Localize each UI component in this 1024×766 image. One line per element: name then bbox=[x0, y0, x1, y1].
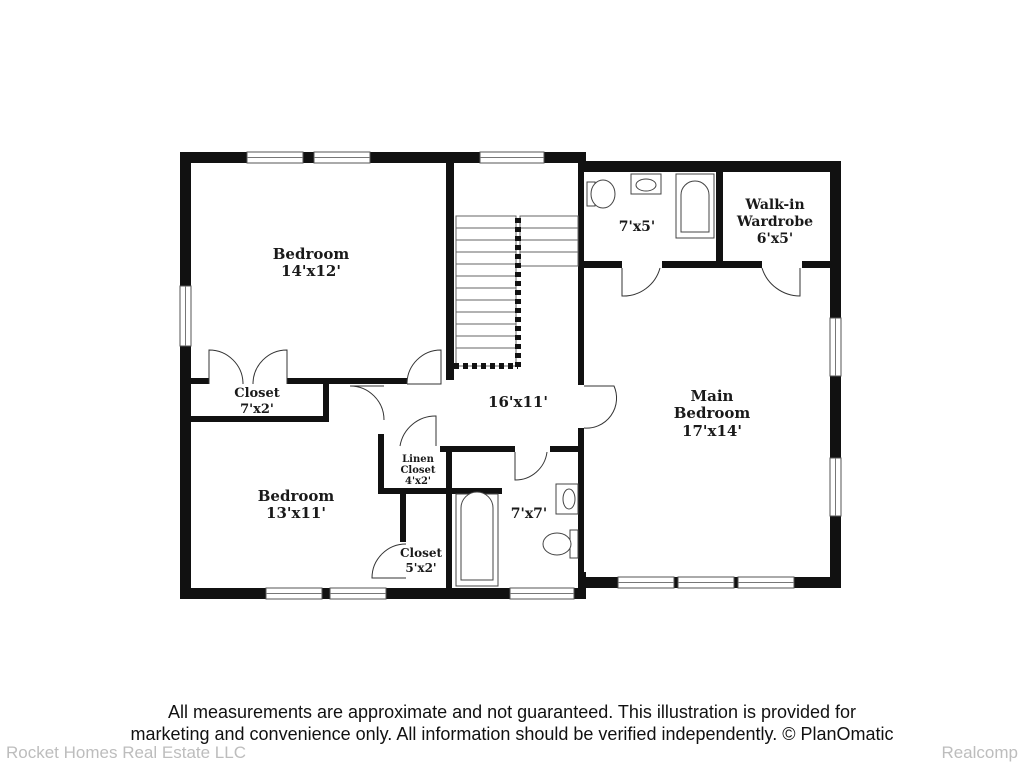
interior-walls bbox=[191, 163, 830, 588]
room-size: 17'x14' bbox=[682, 422, 742, 440]
room-size: 4'x2' bbox=[405, 476, 431, 487]
room-size: 13'x11' bbox=[266, 504, 326, 522]
room-name: Closet bbox=[400, 546, 443, 560]
room-name: Closet bbox=[400, 465, 435, 476]
toilet-bowl bbox=[590, 179, 616, 209]
room-size: 7'x2' bbox=[240, 402, 274, 417]
room-name: Bedroom bbox=[258, 487, 335, 505]
window-lines bbox=[185, 157, 836, 594]
watermark-right: Realcomp bbox=[941, 743, 1018, 762]
disclaimer-line-2: marketing and convenience only. All info… bbox=[130, 724, 894, 744]
door-swings bbox=[208, 267, 801, 579]
room-size: 5'x2' bbox=[405, 561, 436, 575]
room-name: Main bbox=[691, 387, 734, 405]
room-size: 7'x5' bbox=[619, 219, 655, 235]
room-name: Closet bbox=[234, 386, 280, 401]
room-labels: Bedroom 14'x12' Closet 7'x2' 16'x11' Lin… bbox=[234, 197, 813, 575]
fixtures bbox=[455, 173, 715, 587]
room-size: 14'x12' bbox=[281, 262, 341, 280]
room-name: Wardrobe bbox=[736, 214, 813, 230]
room-name: Bedroom bbox=[273, 245, 350, 263]
room-size: 7'x7' bbox=[511, 506, 547, 522]
toilet-bowl bbox=[542, 532, 572, 556]
stair-railing bbox=[454, 218, 521, 369]
room-size: 16'x11' bbox=[488, 393, 548, 411]
floor-plan: Bedroom 14'x12' Closet 7'x2' 16'x11' Lin… bbox=[179, 151, 842, 600]
disclaimer-line-1: All measurements are approximate and not… bbox=[167, 702, 857, 722]
room-size: 6'x5' bbox=[757, 231, 793, 247]
room-name: Bedroom bbox=[674, 404, 751, 422]
room-name: Linen bbox=[402, 454, 434, 465]
watermark-left: Rocket Homes Real Estate LLC bbox=[6, 743, 246, 762]
room-name: Walk-in bbox=[744, 197, 804, 213]
